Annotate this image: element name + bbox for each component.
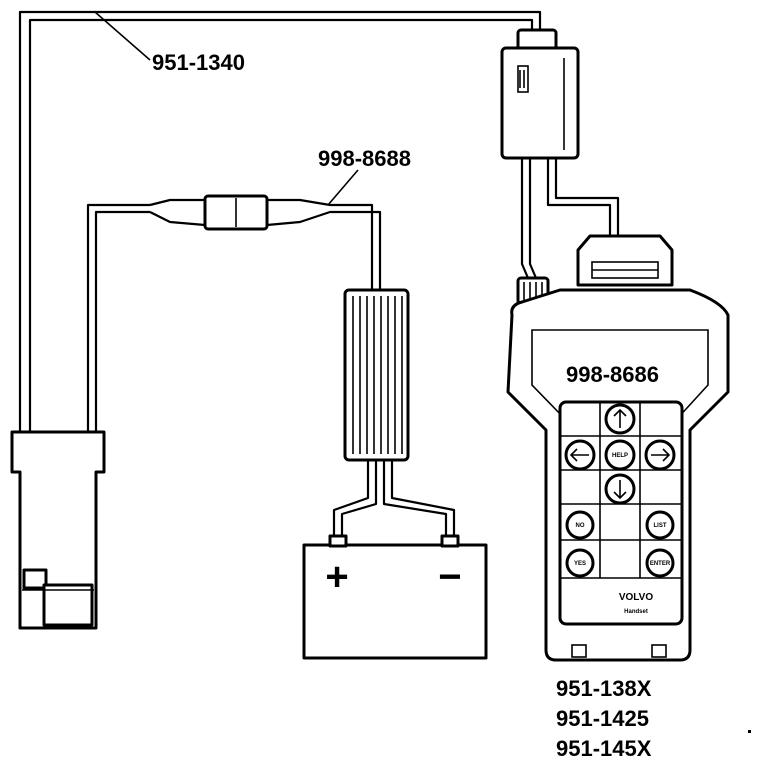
up-arrow-key[interactable] — [604, 403, 636, 435]
fuse-lead-leader-line — [327, 169, 359, 206]
battery: + − — [302, 534, 488, 660]
cable-leader-line — [94, 11, 151, 61]
connector-leads — [520, 158, 620, 279]
enter-key-label: ENTER — [650, 561, 671, 567]
brand-subtitle: Handset — [624, 609, 648, 615]
stray-dot — [748, 730, 751, 733]
fuse-lead-part-label: 998-8688 — [318, 146, 411, 171]
brand-logo: VOLVO — [619, 592, 653, 603]
battery-positive-label: + — [325, 555, 348, 599]
finned-resistor — [343, 288, 410, 462]
battery-leads — [332, 460, 456, 540]
help-key-label: HELP — [612, 453, 628, 459]
down-arrow-key[interactable] — [604, 473, 636, 505]
enter-key[interactable]: ENTER — [645, 548, 675, 578]
cable-951-1340 — [18, 10, 542, 432]
tester-variant-label: 951-1425 — [556, 706, 649, 731]
yes-key[interactable]: YES — [565, 548, 595, 578]
fused-lead-998-8688 — [86, 194, 382, 432]
cable-part-label: 951-1340 — [152, 50, 245, 75]
tester-model-label: 998-8686 — [566, 362, 659, 387]
no-key[interactable]: NO — [565, 510, 595, 540]
left-arrow-key[interactable] — [564, 439, 596, 471]
cable-connector — [500, 28, 580, 160]
tester-variant-label: 951-145X — [556, 736, 652, 761]
diagnostic-connector — [10, 430, 106, 630]
tester-variant-label: 951-138X — [556, 676, 652, 701]
no-key-label: NO — [576, 523, 585, 529]
right-arrow-key[interactable] — [644, 439, 676, 471]
battery-negative-label: − — [438, 555, 461, 599]
yes-key-label: YES — [574, 561, 586, 567]
list-key-label: LIST — [654, 523, 667, 529]
help-key[interactable]: HELP — [604, 439, 636, 471]
list-key[interactable]: LIST — [645, 510, 675, 540]
